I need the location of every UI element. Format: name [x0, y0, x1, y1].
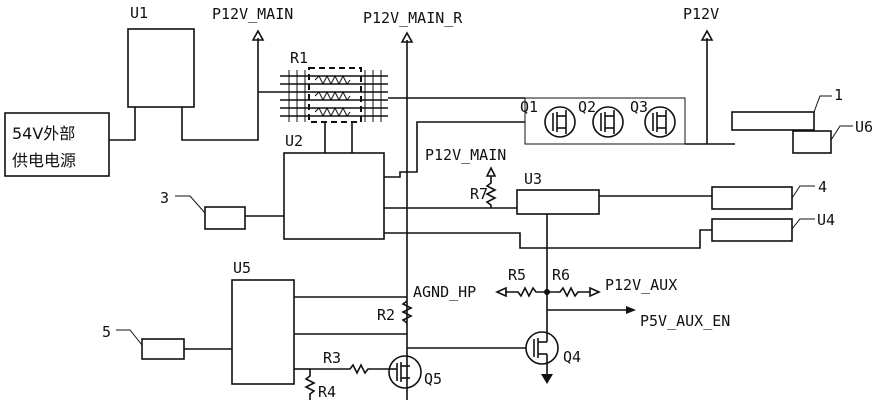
callout-5-label: 5 [102, 323, 111, 341]
p12v-main-r-label: P12V_MAIN_R [363, 9, 463, 27]
r3-resistor [310, 363, 388, 375]
u4-box [711, 218, 793, 242]
r3-label: R3 [323, 349, 341, 367]
p12v-main-arrow [251, 29, 265, 41]
r7-resistor [485, 176, 497, 208]
component-1-box [731, 111, 815, 131]
r5-label: R5 [508, 266, 526, 284]
r1-label: R1 [290, 49, 308, 67]
u6-label: U6 [855, 118, 873, 136]
u6-leader [830, 125, 853, 141]
r5-resistor [505, 286, 547, 298]
u1-to-p12v-main-wire [181, 38, 259, 141]
u3-label: U3 [524, 170, 542, 188]
p12v-main-mid-label: P12V_MAIN [425, 146, 506, 164]
p12v-main-r-arrow [400, 31, 414, 43]
supply-label-line1: 54V外部 [12, 124, 75, 143]
q5-mosfet [388, 355, 422, 389]
r2-resistor [401, 300, 413, 324]
component-5-box [141, 338, 185, 360]
u2-label: U2 [285, 132, 303, 150]
u6-box [792, 130, 832, 154]
external-supply-box [4, 112, 110, 177]
p12v-aux-label: P12V_AUX [605, 276, 677, 294]
p12v-main-mid-arrow [485, 166, 497, 177]
callout-1-leader [813, 95, 832, 113]
q3-label: Q3 [630, 98, 648, 116]
r7-label: R7 [470, 185, 488, 203]
q2-mosfet [592, 106, 624, 138]
q1-label: Q1 [520, 98, 538, 116]
q4-mosfet [525, 328, 559, 374]
p12v-arrow [700, 29, 714, 41]
p12v-main-top-label: P12V_MAIN [212, 5, 293, 23]
r4-resistor [304, 369, 316, 400]
r1-resistor-array [280, 67, 388, 123]
q4-ground [541, 374, 553, 384]
q4-label: Q4 [563, 348, 581, 366]
r4-label: R4 [318, 383, 336, 400]
u5-box [231, 279, 295, 385]
callout-4-label: 4 [818, 178, 827, 196]
u2-gate-drive-wire [384, 121, 525, 178]
callout-5-leader [116, 329, 143, 346]
p12v-label: P12V [683, 5, 719, 23]
q5-label: Q5 [424, 370, 442, 388]
supply-to-u1-wire [109, 107, 136, 141]
supply-label-line2: 供电电源 [12, 151, 76, 170]
u4-label: U4 [817, 211, 835, 229]
u3-box [516, 189, 600, 215]
mosfet-group-frame [524, 97, 686, 145]
u1-box [127, 28, 195, 108]
u1-label: U1 [130, 4, 148, 22]
r2-label: R2 [377, 306, 395, 324]
callout-3-label: 3 [160, 189, 169, 207]
r6-label: R6 [552, 266, 570, 284]
r6-resistor [547, 286, 590, 298]
agnd-hp-label: AGND_HP [413, 283, 476, 301]
u2-to-u4-wire [384, 229, 712, 249]
u4-leader [791, 218, 815, 230]
p12v-aux-arrow [589, 286, 601, 298]
u5-label: U5 [233, 259, 251, 277]
q2-label: Q2 [578, 98, 596, 116]
q1-mosfet [544, 106, 576, 138]
component-4-box [711, 186, 793, 210]
q3-mosfet [644, 106, 676, 138]
callout-3-leader [175, 195, 206, 214]
u2-box [283, 152, 385, 240]
component-3-box [204, 206, 246, 230]
callout-1-label: 1 [834, 86, 843, 104]
p5v-aux-en-label: P5V_AUX_EN [640, 312, 730, 330]
agnd-hp-arrow [495, 286, 507, 298]
p5v-aux-en-arrow [626, 306, 636, 314]
callout-4-leader [791, 185, 815, 199]
